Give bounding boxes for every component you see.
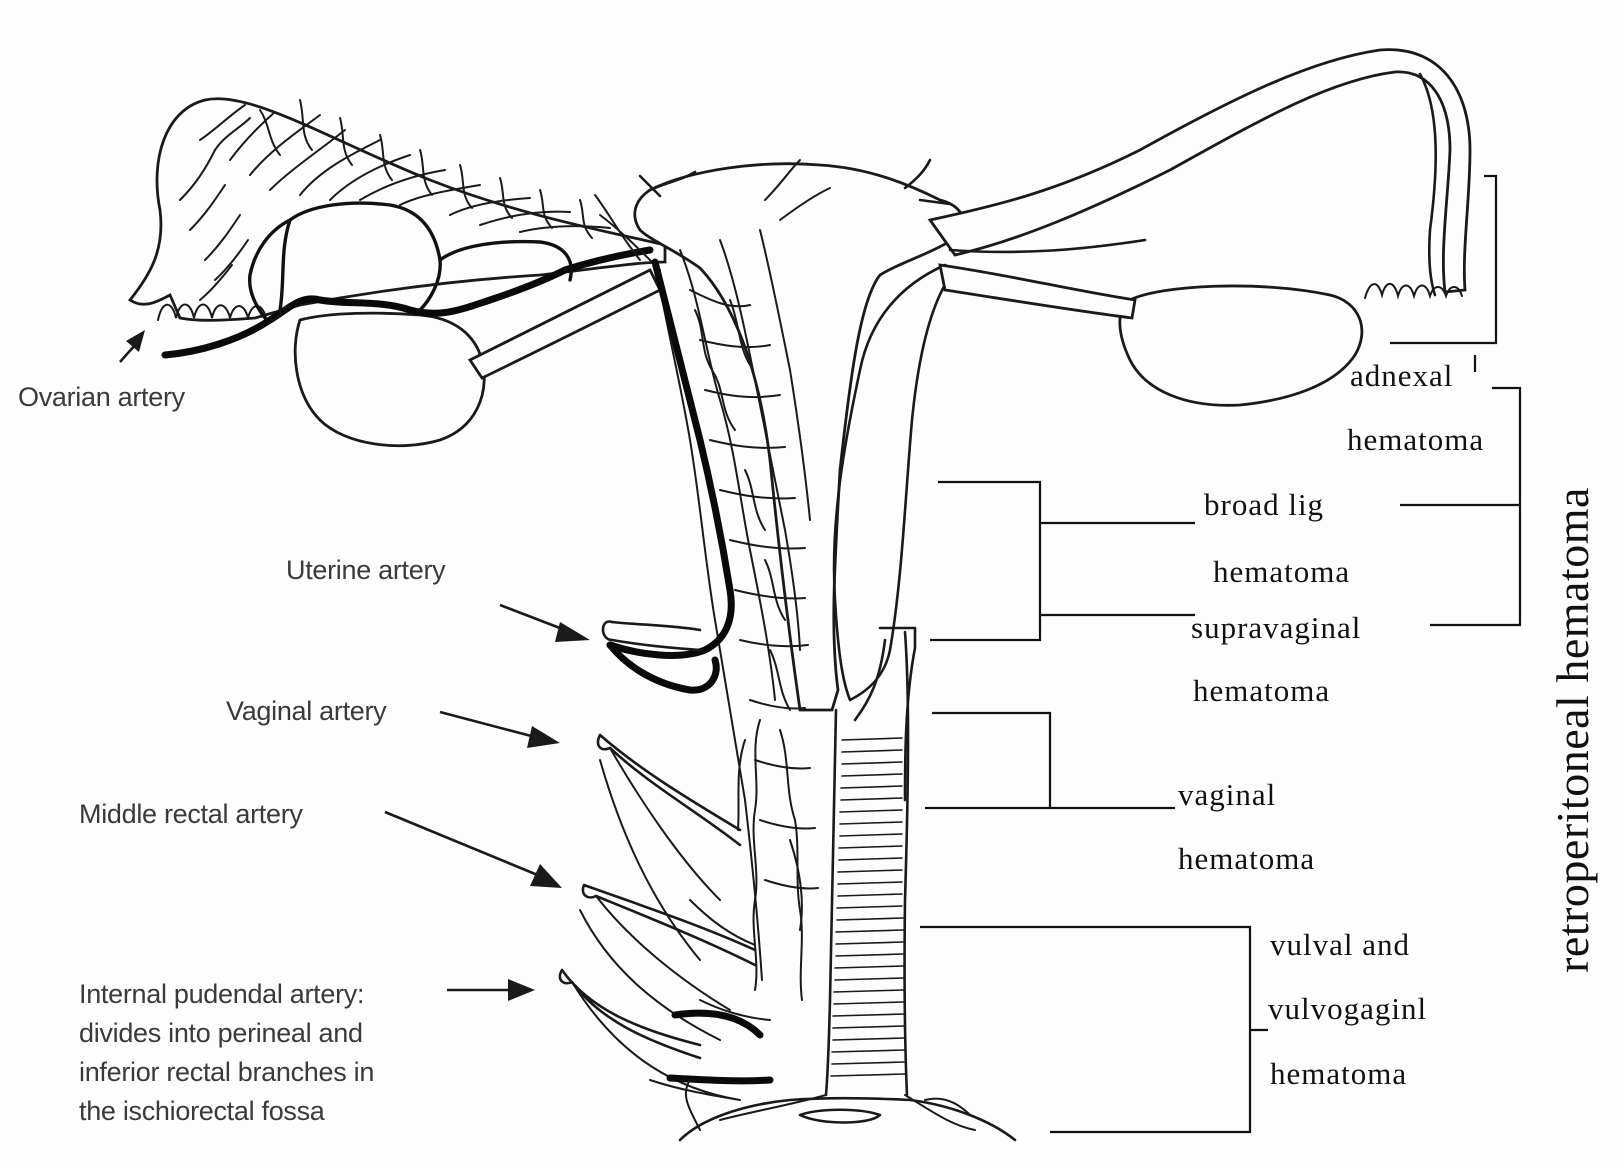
- pudendal-thick-branch: [670, 1013, 770, 1081]
- uterine-artery-arrow: [500, 605, 590, 642]
- right-fallopian-tube-inner: [1420, 74, 1436, 295]
- internal-pudendal-line-2: divides into perineal and: [79, 1014, 374, 1053]
- left-ovary: [295, 313, 484, 446]
- vestibule-opening: [800, 1110, 880, 1123]
- vaginal-artery-arrow: [440, 712, 560, 748]
- uterine-artery-trunk: [610, 262, 731, 655]
- perineum-base: [680, 1098, 1015, 1140]
- vaginal-label-line-1: vaginal: [1178, 779, 1276, 810]
- supravaginal-label-line-1: supravaginal: [1191, 612, 1361, 643]
- right-ovary: [1120, 286, 1362, 405]
- supravaginal-label-line-2: hematoma: [1193, 675, 1330, 706]
- broad-lig-label-line-1: broad lig: [1204, 489, 1324, 520]
- vulval-bracket: [920, 927, 1268, 1132]
- left-ovarian-ligament: [470, 270, 660, 378]
- internal-pudendal-artery-label: Internal pudendal artery: divides into p…: [79, 975, 374, 1131]
- internal-pudendal-line-1: Internal pudendal artery:: [79, 975, 374, 1014]
- vaginal-label-line-2: hematoma: [1178, 843, 1315, 874]
- vaginal-bracket: [925, 713, 1175, 808]
- vaginal-rugae: [831, 738, 905, 1076]
- right-fallopian-tube: [930, 50, 1470, 292]
- middle-rectal-artery-label: Middle rectal artery: [79, 801, 303, 828]
- middle-rectal-artery-arrow: [385, 812, 562, 888]
- broad-lig-bracket: [930, 482, 1195, 640]
- internal-pudendal-artery-arrow: [447, 979, 535, 1001]
- vaginal-artery-label: Vaginal artery: [226, 698, 386, 725]
- adnexal-label-line-1: adnexal: [1350, 360, 1453, 391]
- vulval-label-line-1: vulval and: [1270, 929, 1410, 960]
- internal-pudendal-line-3: inferior rectal branches in: [79, 1053, 374, 1092]
- middle-rectal-artery-stub: [583, 885, 755, 965]
- vaginal-artery-stub: [598, 735, 740, 845]
- right-ovarian-ligament: [940, 265, 1135, 318]
- ovarian-artery-arrow: [120, 330, 145, 362]
- cervix-inner: [855, 640, 885, 720]
- ovarian-artery-label: Ovarian artery: [18, 384, 185, 411]
- uterine-artery-label: Uterine artery: [286, 557, 445, 584]
- retroperitoneal-hematoma-label: retroperitoneal hematoma: [1550, 487, 1596, 973]
- internal-pudendal-line-4: the ischiorectal fossa: [79, 1092, 374, 1131]
- vulval-label-line-3: hematoma: [1270, 1058, 1407, 1089]
- broad-lig-label-line-2: hematoma: [1213, 556, 1350, 587]
- adnexal-label-line-2: hematoma: [1347, 424, 1484, 455]
- vagina-wall-left: [826, 710, 836, 1095]
- vulval-label-line-2: vulvogaginl: [1268, 993, 1427, 1024]
